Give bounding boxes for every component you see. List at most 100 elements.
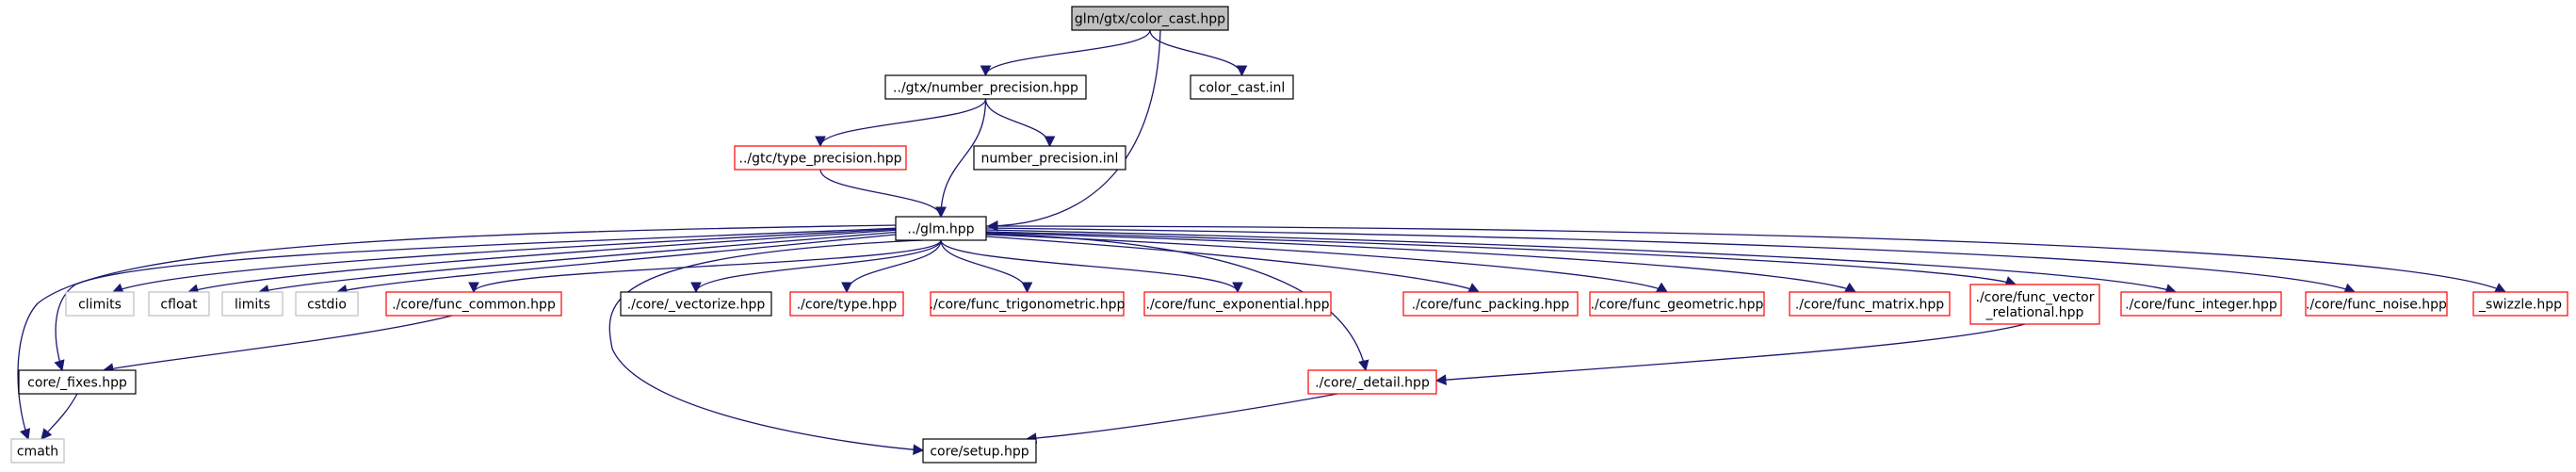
edge-glm-to-fixes: [54, 227, 900, 372]
edge-typeprec-to-glm: [819, 169, 947, 219]
node-box-type[interactable]: [789, 291, 904, 317]
node-label-cmath: cmath: [17, 445, 58, 460]
edge-glm-to-funcvecrel: [985, 231, 2017, 287]
node-label-funcmatrix: ./core/func_matrix.hpp: [1795, 298, 1944, 313]
node-box-setup[interactable]: [922, 438, 1037, 464]
node-label-numprecinl: number_precision.inl: [981, 152, 1119, 167]
edge-glm-to-cmath: [17, 224, 900, 441]
node-funcexp[interactable]: ./core/func_exponential.hpp: [1143, 291, 1332, 317]
edge-root-to-glm: [986, 29, 1161, 232]
node-funcvecrel[interactable]: ./core/func_vector_relational.hpp: [1969, 284, 2100, 325]
node-box-cstdio[interactable]: [295, 291, 359, 317]
node-root[interactable]: glm/gtx/color_cast.hpp: [1071, 6, 1229, 31]
node-typeprec[interactable]: ../gtc/type_precision.hpp: [734, 145, 907, 171]
node-box-cmath[interactable]: [10, 438, 65, 464]
node-box-fixes[interactable]: [18, 369, 137, 395]
node-climits[interactable]: climits: [65, 291, 135, 317]
node-label-root: glm/gtx/color_cast.hpp: [1075, 12, 1225, 27]
node-label-colorinl: color_cast.inl: [1199, 81, 1286, 96]
node-box-funccommon[interactable]: [385, 291, 562, 317]
node-label-funcnoise: ./core/func_noise.hpp: [2306, 298, 2447, 313]
node-vectorize[interactable]: ./core/_vectorize.hpp: [620, 291, 772, 317]
node-box-root[interactable]: [1071, 6, 1229, 31]
edge-glm-to-cfloat: [186, 229, 901, 295]
node-funcmatrix[interactable]: ./core/func_matrix.hpp: [1789, 291, 1951, 317]
node-glm[interactable]: ../glm.hpp: [895, 216, 987, 241]
node-box-numprec[interactable]: [884, 74, 1087, 100]
edge-glm-to-swizzle: [985, 225, 2507, 293]
edge-numprec-to-glm: [935, 98, 987, 219]
node-label-cfloat: cfloat: [160, 298, 198, 313]
node-functrig[interactable]: ./core/func_trigonometric.hpp: [930, 291, 1126, 317]
node-limits[interactable]: limits: [221, 291, 284, 317]
edge-glm-to-climits: [111, 228, 900, 294]
node-type[interactable]: ./core/type.hpp: [789, 291, 904, 317]
node-colorinl[interactable]: color_cast.inl: [1190, 74, 1294, 100]
node-box-climits[interactable]: [65, 291, 135, 317]
node-label-funcint: ./core/func_integer.hpp: [2125, 298, 2277, 313]
node-box-cfloat[interactable]: [148, 291, 210, 317]
node-label-funcpack: ./core/func_packing.hpp: [1412, 298, 1570, 313]
node-fixes[interactable]: core/_fixes.hpp: [18, 369, 137, 395]
edge-glm-to-funcgeom: [985, 234, 1669, 293]
node-swizzle[interactable]: _swizzle.hpp: [2472, 291, 2568, 317]
node-cfloat[interactable]: cfloat: [148, 291, 210, 317]
node-box-funcpack[interactable]: [1402, 291, 1579, 317]
node-cstdio[interactable]: cstdio: [295, 291, 359, 317]
node-box-typeprec[interactable]: [734, 145, 907, 171]
node-detail[interactable]: ./core/_detail.hpp: [1307, 369, 1437, 395]
node-label-type: ./core/type.hpp: [797, 298, 898, 313]
edge-glm-to-cstdio: [335, 233, 905, 296]
node-box-funcvecrel[interactable]: [1969, 284, 2100, 325]
node-numprec[interactable]: ../gtx/number_precision.hpp: [884, 74, 1087, 100]
node-box-numprecinl[interactable]: [973, 145, 1126, 171]
node-label-numprec: ../gtx/number_precision.hpp: [893, 81, 1078, 96]
edge-glm-to-funcint: [985, 229, 2178, 295]
node-funcnoise[interactable]: ./core/func_noise.hpp: [2305, 291, 2448, 317]
node-funcpack[interactable]: ./core/func_packing.hpp: [1402, 291, 1579, 317]
node-funccommon[interactable]: ./core/func_common.hpp: [385, 291, 562, 317]
node-label-funcvecrel: _relational.hpp: [1985, 305, 2084, 320]
node-box-funcnoise[interactable]: [2305, 291, 2448, 317]
node-setup[interactable]: core/setup.hpp: [922, 438, 1037, 464]
node-box-functrig[interactable]: [930, 291, 1125, 317]
edge-fixes-to-cmath: [41, 393, 78, 440]
node-label-detail: ./core/_detail.hpp: [1315, 376, 1430, 391]
node-label-funcgeom: ./core/func_geometric.hpp: [1591, 298, 1764, 313]
node-label-funccommon: ./core/func_common.hpp: [392, 298, 556, 313]
node-label-cstdio: cstdio: [307, 298, 347, 313]
node-label-fixes: core/_fixes.hpp: [27, 376, 127, 391]
node-label-swizzle: _swizzle.hpp: [2478, 298, 2562, 313]
edge-glm-to-type: [841, 239, 942, 294]
edge-glm-to-setup: [608, 239, 925, 456]
node-box-detail[interactable]: [1307, 369, 1437, 395]
edge-glm-to-funcmatrix: [985, 232, 1857, 293]
node-funcint[interactable]: ./core/func_integer.hpp: [2120, 291, 2282, 317]
node-label-limits: limits: [235, 298, 270, 313]
edge-detail-to-setup: [1025, 393, 1338, 444]
node-box-funcmatrix[interactable]: [1789, 291, 1951, 317]
node-label-typeprec: ../gtc/type_precision.hpp: [739, 152, 902, 167]
node-box-vectorize[interactable]: [620, 291, 772, 317]
node-funcgeom[interactable]: ./core/func_geometric.hpp: [1589, 291, 1765, 317]
node-box-colorinl[interactable]: [1190, 74, 1294, 100]
node-cmath[interactable]: cmath: [10, 438, 65, 464]
node-label-funcvecrel: ./core/func_vector: [1976, 290, 2095, 305]
node-box-funcint[interactable]: [2120, 291, 2282, 317]
node-label-setup: core/setup.hpp: [930, 445, 1029, 460]
edge-funcvecrel-to-detail: [1434, 323, 2026, 385]
edge-glm-to-vectorize: [690, 239, 942, 294]
node-box-swizzle[interactable]: [2472, 291, 2568, 317]
edge-glm-to-funccommon: [468, 239, 942, 294]
edge-glm-to-functrig: [940, 239, 1033, 294]
edge-glm-to-funcnoise: [985, 227, 2357, 294]
node-box-funcexp[interactable]: [1143, 291, 1332, 317]
node-box-funcgeom[interactable]: [1589, 291, 1765, 317]
node-box-glm[interactable]: [895, 216, 987, 241]
node-box-limits[interactable]: [221, 291, 284, 317]
node-numprecinl[interactable]: number_precision.inl: [973, 145, 1126, 171]
node-label-functrig: ./core/func_trigonometric.hpp: [930, 298, 1126, 313]
edge-glm-to-funcexp: [940, 239, 1243, 294]
edge-root-to-colorinl: [1149, 29, 1248, 77]
